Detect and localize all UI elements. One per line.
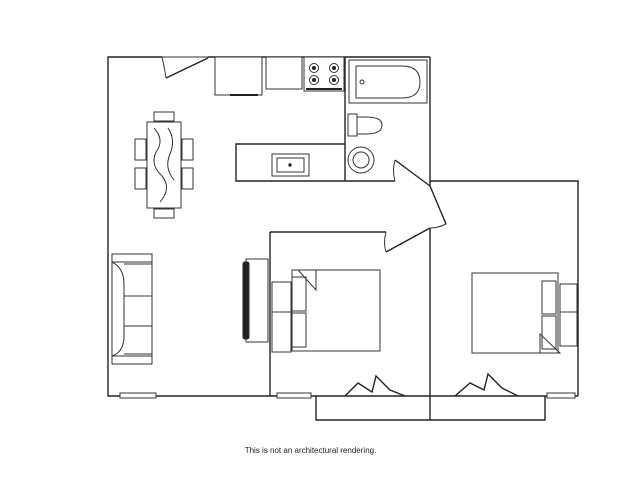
closet-door-1 [344, 374, 406, 397]
window-living [119, 392, 157, 399]
nightstand [271, 281, 292, 353]
bedroom-2-door [429, 185, 447, 229]
entry-door [161, 56, 209, 79]
chair [181, 138, 194, 161]
stove [303, 56, 345, 92]
bedroom-2 [471, 272, 578, 354]
bathroom-door [393, 159, 431, 187]
bedroom-1 [271, 269, 381, 353]
doors [161, 56, 519, 397]
walls [107, 56, 579, 421]
closet-door-2 [454, 372, 519, 397]
chair [181, 167, 194, 190]
dining-table [146, 121, 182, 209]
tv-console [242, 258, 269, 343]
window-bedroom-2 [546, 392, 576, 399]
chair [134, 138, 147, 161]
chair [153, 208, 175, 219]
disclaimer-note: This is not an architectural rendering. [244, 446, 377, 455]
bed-1 [291, 269, 381, 352]
bathtub [348, 59, 428, 104]
chair [134, 167, 147, 190]
window-bedroom-1 [276, 392, 312, 399]
kitchen [214, 56, 345, 182]
bedroom-1-door [384, 227, 431, 253]
bathroom [347, 59, 428, 174]
bathroom-sink [347, 146, 375, 174]
chair [153, 111, 175, 122]
bed-2 [471, 272, 562, 354]
windows [119, 392, 576, 399]
refrigerator [214, 56, 263, 96]
counter-upper [265, 56, 303, 90]
sofa [111, 253, 153, 365]
toilet [347, 113, 383, 137]
nightstand [559, 283, 578, 347]
kitchen-sink [271, 153, 310, 177]
dining-set [134, 111, 194, 219]
